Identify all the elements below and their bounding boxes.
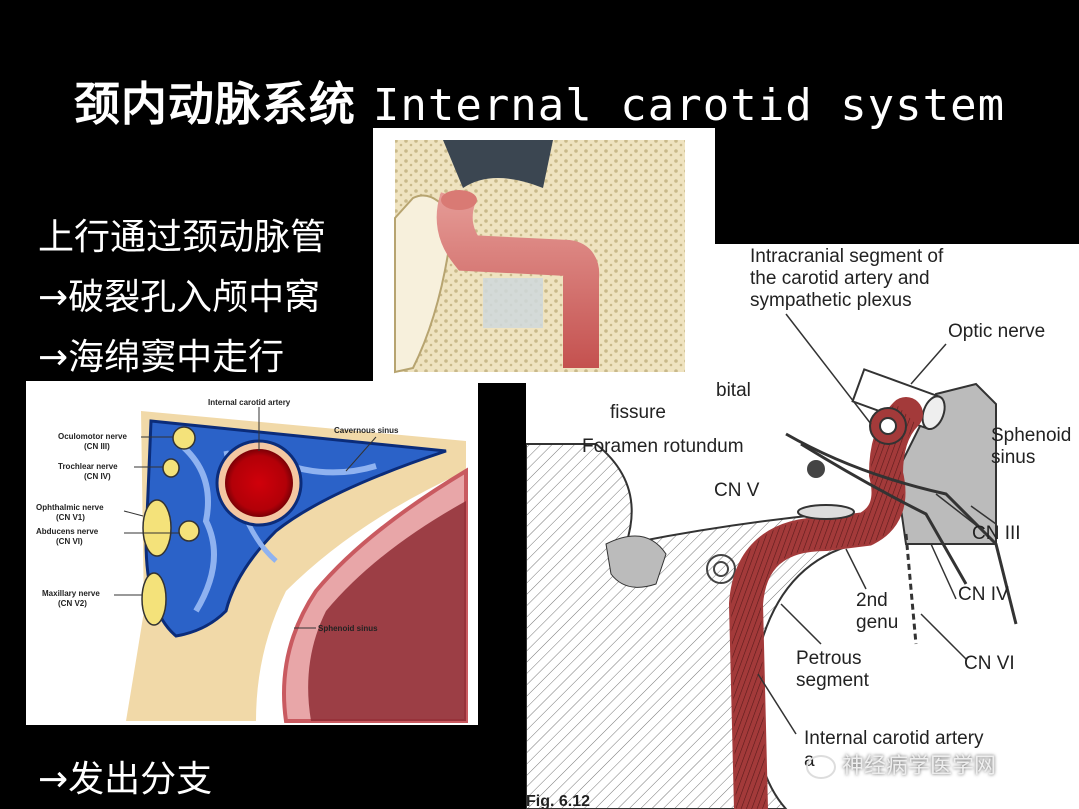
wechat-icon: [806, 755, 836, 779]
label-orbital: bital: [716, 380, 751, 401]
label-optic-nerve: Optic nerve: [948, 321, 1045, 342]
line-drawing-svg: Intracranial segment of the carotid arte…: [526, 246, 1071, 809]
label-cn-vi: CN VI: [964, 653, 1015, 674]
label-cn-iii: CN III: [972, 523, 1021, 544]
label-cn4: (CN IV): [84, 472, 111, 481]
label-segment: segment: [796, 670, 870, 691]
label-cn6: (CN VI): [56, 537, 83, 546]
bullet-4: →发出分支: [38, 759, 213, 800]
bullet-2: →破裂孔入颅中窝: [38, 277, 321, 318]
label-foramen-rotundum: Foramen rotundum: [582, 436, 744, 457]
label-cnv1: (CN V1): [56, 513, 85, 522]
figure-number: Fig. 6.12: [526, 793, 590, 809]
label-sphenoid-2: sinus: [991, 447, 1035, 468]
slide-title: 颈内动脉系统 Internal carotid system: [0, 68, 1079, 134]
watermark: 神经病学医学网: [806, 748, 996, 780]
label-intracranial-3: sympathetic plexus: [750, 290, 912, 311]
watermark-text: 神经病学医学网: [842, 754, 997, 779]
dark-cavity: [443, 140, 553, 188]
label-ica: Internal carotid artery: [208, 398, 291, 407]
bullet-3: →海绵窦中走行: [38, 337, 285, 378]
label-petrous: Petrous: [796, 648, 861, 669]
sinus-svg: Internal carotid artery Cavernous sinus …: [36, 398, 468, 723]
label-2nd: 2nd: [856, 590, 888, 611]
title-chinese: 颈内动脉系统: [73, 77, 356, 131]
label-oculomotor: Oculomotor nerve: [58, 432, 127, 441]
label-abducens: Abducens nerve: [36, 527, 99, 536]
bullet-1: 上行通过颈动脉管: [38, 217, 327, 258]
carotid-line-drawing: Intracranial segment of the carotid arte…: [526, 244, 1079, 809]
label-ica-1: Internal carotid artery: [804, 728, 984, 749]
artery-tube: [436, 192, 600, 368]
label-sphenoid-1: Sphenoid: [991, 425, 1071, 446]
label-cnv2: (CN V2): [58, 599, 87, 608]
label-ophthalmic: Ophthalmic nerve: [36, 503, 104, 512]
bone-cavity: [605, 535, 667, 588]
ica-circle: [225, 449, 293, 517]
label-genu: genu: [856, 612, 898, 633]
label-fissure: fissure: [610, 402, 666, 423]
label-trochlear: Trochlear nerve: [58, 462, 118, 471]
carotid-canal-illustration: [373, 128, 715, 383]
label-maxillary: Maxillary nerve: [42, 589, 100, 598]
label-cn-iv: CN IV: [958, 584, 1009, 605]
label-intracranial-2: the carotid artery and: [750, 268, 930, 289]
label-cn-v: CN V: [714, 480, 760, 501]
label-intracranial-1: Intracranial segment of: [750, 246, 944, 267]
bone-svg: [394, 140, 685, 374]
label-cn3: (CN III): [84, 442, 110, 451]
cavernous-sinus-figure: Internal carotid artery Cavernous sinus …: [26, 381, 478, 725]
label-cavernous: Cavernous sinus: [334, 426, 399, 435]
title-english: Internal carotid system: [372, 80, 1006, 131]
label-sphenoid: Sphenoid sinus: [318, 624, 378, 633]
